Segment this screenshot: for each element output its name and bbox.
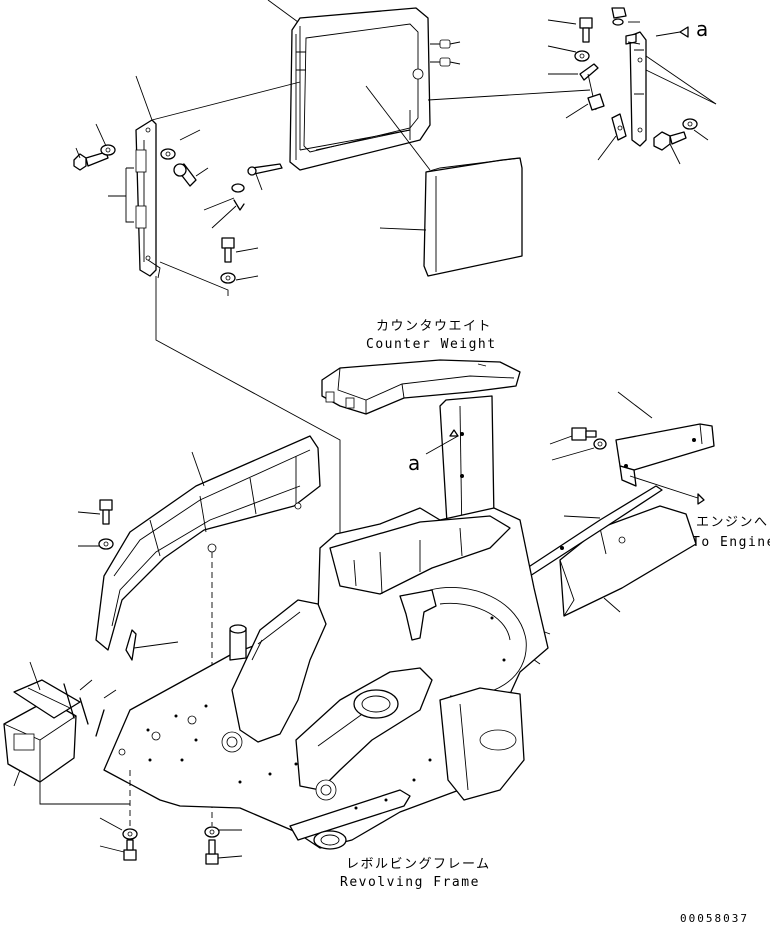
to-engine-en-label: To Engine bbox=[692, 535, 770, 550]
right-cover-plate bbox=[615, 423, 715, 487]
ref-a-top: a bbox=[696, 17, 708, 41]
left-hinge-bracket bbox=[135, 119, 161, 279]
bolt-left bbox=[73, 151, 109, 171]
top-pad bbox=[423, 157, 523, 277]
step-box bbox=[3, 679, 81, 783]
counter-weight bbox=[321, 359, 521, 415]
top-cover-panel bbox=[289, 7, 451, 171]
right-small-bracket bbox=[629, 31, 647, 147]
to-engine-jp-label: エンジンへ bbox=[696, 515, 769, 530]
counter-weight-jp-label: カウンタウエイト bbox=[376, 319, 492, 334]
drawing-code: 00058037 bbox=[680, 912, 749, 925]
revolving-frame-en-label: Revolving Frame bbox=[340, 875, 480, 890]
revolving-frame-jp-label: レボルビングフレーム bbox=[346, 857, 491, 872]
revolving-frame bbox=[103, 507, 549, 850]
right-duct-cover bbox=[559, 505, 697, 617]
counter-weight-en-label: Counter Weight bbox=[366, 337, 497, 352]
left-fender-cover bbox=[95, 435, 321, 661]
ref-a-mid: a bbox=[408, 451, 420, 475]
